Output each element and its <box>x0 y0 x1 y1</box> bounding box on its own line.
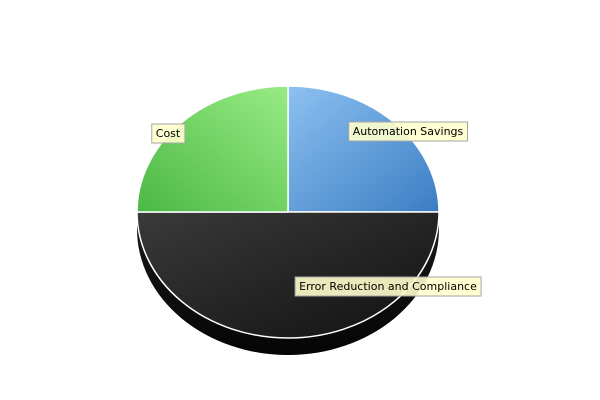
slice-label-text: Cost <box>156 127 181 140</box>
slice-label-box <box>348 121 469 142</box>
slice-label-text: Automation Savings <box>353 125 464 138</box>
slice-label-text: Error Reduction and Compliance <box>299 280 477 293</box>
pie-slice-error-reduction-and-compliance[interactable] <box>136 211 440 339</box>
pie-slice-cost[interactable] <box>136 85 289 213</box>
slice-label-error-reduction-and-compliance: Error Reduction and Compliance <box>294 276 482 297</box>
slice-label-automation-savings: Automation Savings <box>348 121 469 142</box>
slice-label-box <box>294 276 482 297</box>
slice-label-cost: Cost <box>151 123 186 144</box>
pie-tops <box>136 85 440 339</box>
pie-slice-automation-savings[interactable] <box>287 85 440 213</box>
slice-label-box <box>151 123 186 144</box>
